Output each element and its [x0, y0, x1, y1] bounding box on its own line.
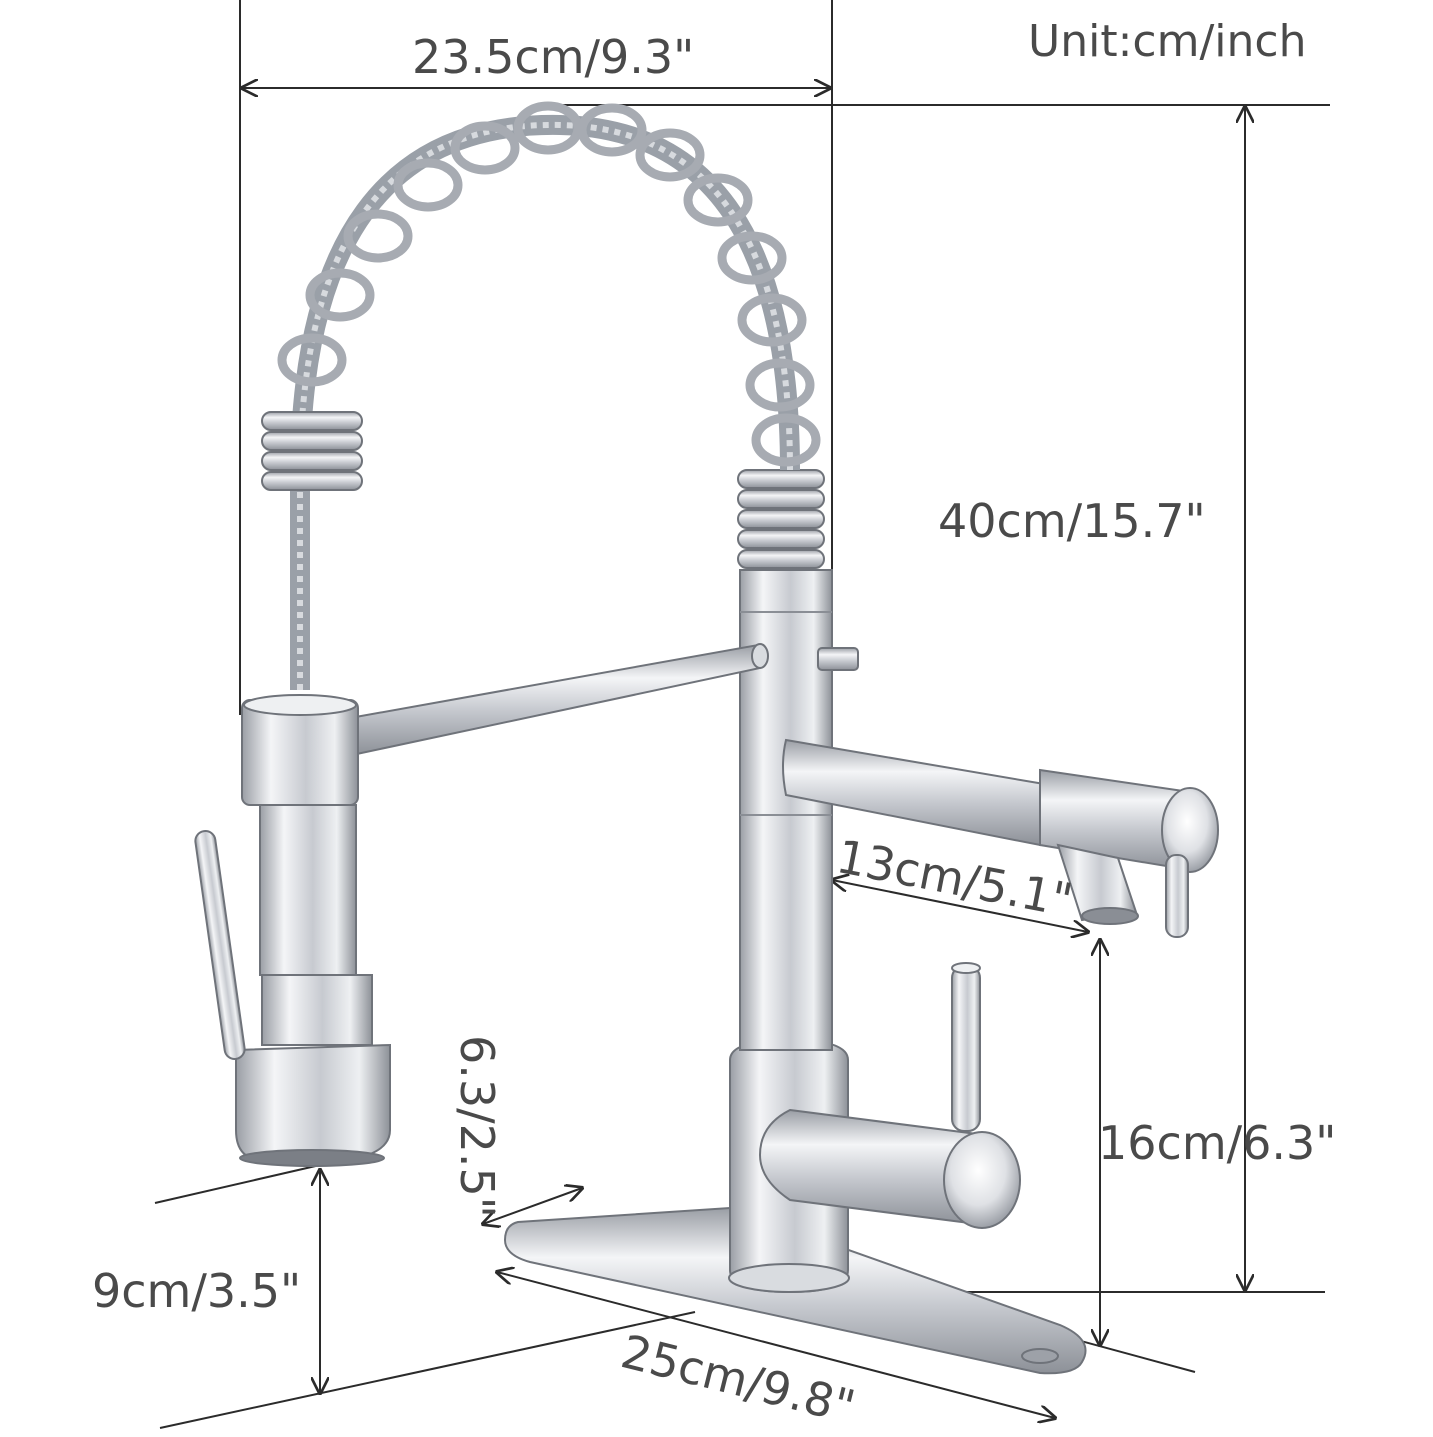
sprayer-nozzle — [235, 1043, 391, 1164]
dim-deck-width-label: 6.3/2.5" — [450, 1035, 504, 1218]
dimension-lines — [154, 0, 1330, 1429]
side-spout-lever — [1165, 854, 1189, 938]
side-spout-cap — [1161, 787, 1219, 873]
unit-label: Unit:cm/inch — [1028, 16, 1307, 67]
side-spout-arm — [782, 738, 1052, 847]
dim-sprayer-height-label: 9cm/3.5" — [92, 1264, 302, 1318]
faucet — [194, 101, 1219, 1375]
dim-deck-width — [483, 1188, 582, 1224]
handle-cap — [943, 1131, 1021, 1229]
spray-hose — [290, 114, 800, 690]
base-ring — [728, 1263, 850, 1293]
ext-line-floor — [159, 1311, 696, 1429]
handle-lever — [951, 965, 981, 1132]
holder-arm — [348, 643, 762, 757]
column-spring — [737, 469, 825, 569]
dim-total-height-label: 40cm/15.7" — [938, 494, 1206, 548]
handle-lever-top — [951, 962, 981, 974]
handle-cylinder — [758, 1108, 986, 1227]
column-knob — [817, 647, 859, 671]
ext-line-sprayer — [154, 1164, 321, 1204]
dim-side-spout-reach — [832, 880, 1088, 932]
main-column — [739, 569, 833, 1051]
sprayer-body — [259, 804, 357, 976]
dim-deck-length — [497, 1272, 1055, 1418]
sprayer-spring — [261, 411, 363, 491]
deck-hole — [1021, 1348, 1059, 1364]
sprayer-lever — [194, 830, 246, 1060]
dim-side-spout-height-label: 16cm/6.3" — [1098, 1116, 1337, 1170]
dim-spout-reach-label: 23.5cm/9.3" — [412, 30, 695, 84]
sprayer-lower — [261, 974, 373, 1046]
arch-spring — [277, 101, 821, 467]
